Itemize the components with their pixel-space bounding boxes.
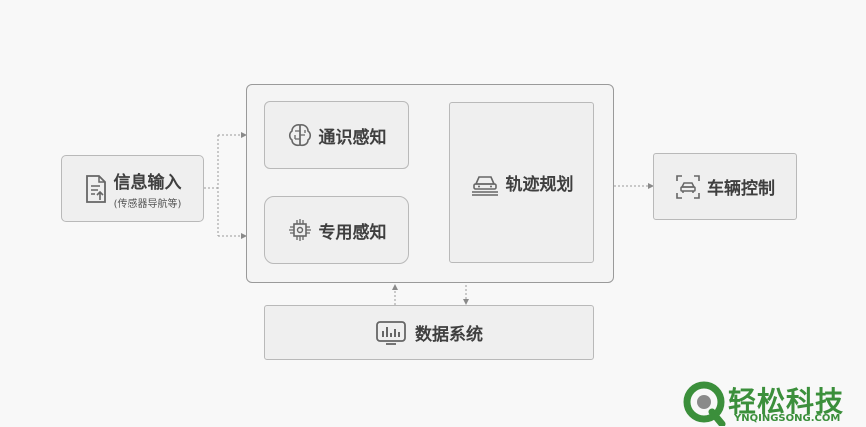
- trajectory-planning-label: 轨迹规划: [505, 175, 574, 195]
- car-road-icon: [470, 170, 500, 196]
- brain-icon: [287, 122, 313, 148]
- input-node: 信息输入 (传感器导航等): [61, 155, 204, 222]
- bar-chart-monitor-icon: [375, 320, 407, 346]
- logo-mark-icon: [683, 381, 726, 426]
- input-sublabel: (传感器导航等): [113, 198, 182, 210]
- general-perception-label: 通识感知: [318, 127, 387, 148]
- vehicle-control-node: 车辆控制: [653, 153, 797, 220]
- input-label: 信息输入: [113, 172, 182, 193]
- watermark-text: 轻松科技: [728, 385, 845, 418]
- watermark-logo: 轻松科技 YNQINGSONG.COM: [680, 378, 866, 427]
- chip-icon: [287, 217, 313, 243]
- car-scan-icon: [675, 174, 701, 200]
- data-system-node: 数据系统: [264, 305, 594, 360]
- trajectory-planning-node: 轨迹规划: [449, 102, 594, 263]
- document-upload-icon: [84, 174, 108, 204]
- special-perception-label: 专用感知: [318, 222, 387, 243]
- data-system-label: 数据系统: [415, 325, 483, 345]
- vehicle-control-label: 车辆控制: [707, 179, 775, 199]
- special-perception-node: 专用感知: [264, 196, 409, 264]
- watermark-url: YNQINGSONG.COM: [734, 413, 841, 424]
- general-perception-node: 通识感知: [264, 101, 409, 169]
